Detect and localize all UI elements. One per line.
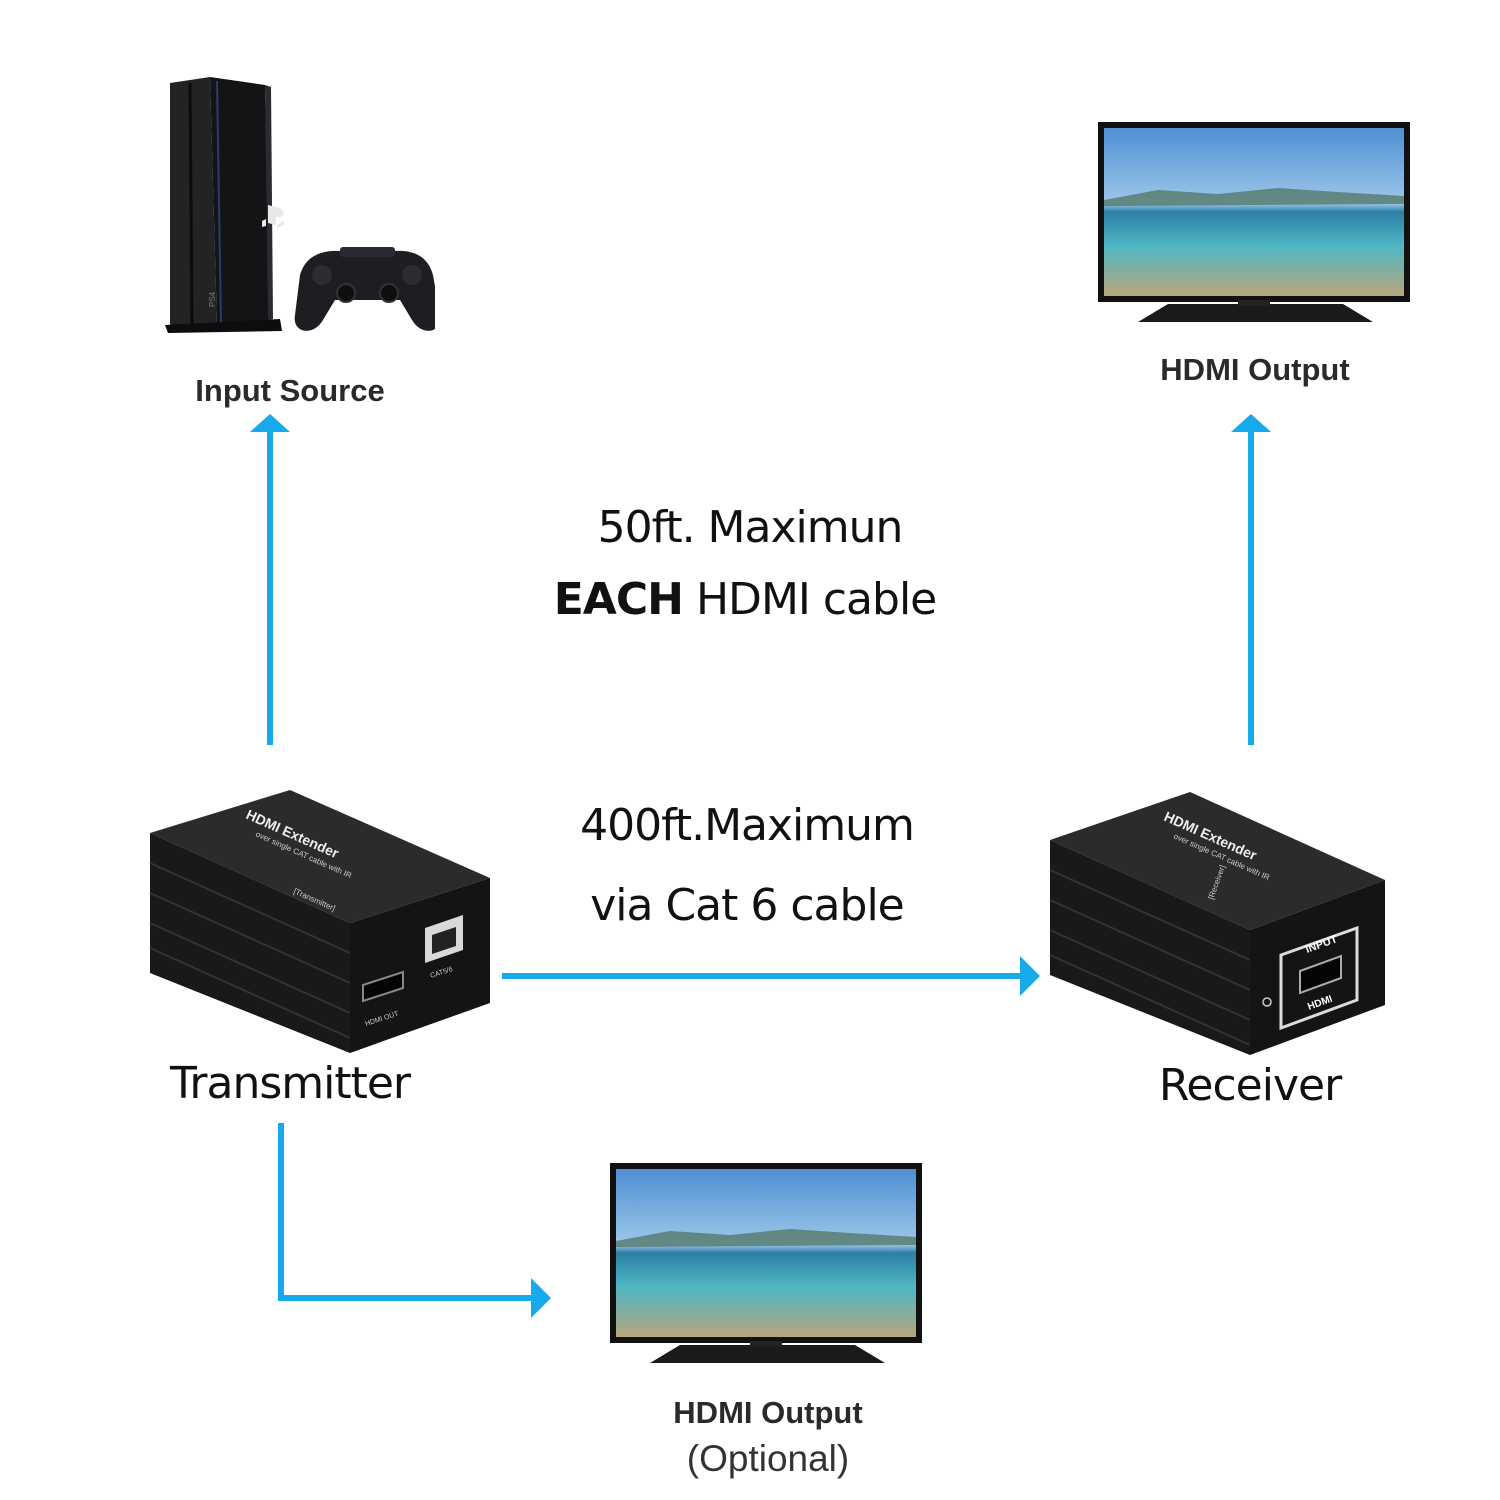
cat-limit-line2: via Cat 6 cable bbox=[590, 880, 905, 931]
arrow-transmitter-to-receiver bbox=[502, 956, 1040, 996]
arrow-to-hdmi-output-optional bbox=[278, 1123, 551, 1318]
transmitter-label: Transmitter bbox=[169, 1058, 411, 1109]
game-controller-icon bbox=[294, 247, 435, 331]
receiver-device-illustration: HDMI Extender over single CAT cable with… bbox=[1049, 792, 1385, 1055]
console-badge: PS4 bbox=[208, 291, 217, 307]
arrow-to-hdmi-output-top bbox=[1231, 414, 1271, 745]
hdmi-output-bottom-label: HDMI Output bbox=[673, 1395, 863, 1430]
input-source-label: Input Source bbox=[195, 373, 385, 408]
game-console-illustration: PS4 bbox=[165, 77, 435, 333]
hdmi-output-optional-note: (Optional) bbox=[686, 1438, 850, 1479]
tv-illustration-top bbox=[1098, 122, 1410, 322]
hdmi-limit-line1: 50ft. Maximun bbox=[597, 502, 904, 553]
hdmi-limit-rest: HDMI cable bbox=[682, 574, 937, 625]
tv-illustration-bottom bbox=[610, 1163, 922, 1363]
arrow-to-input-source bbox=[250, 414, 290, 745]
hdmi-limit-line2: EACH HDMI cable bbox=[470, 564, 1020, 636]
cat-limit-line1: 400ft.Maximum bbox=[580, 800, 915, 851]
transmitter-device-illustration: HDMI Extender over single CAT cable with… bbox=[149, 790, 490, 1053]
power-icon bbox=[1262, 997, 1272, 1007]
receiver-hdmi-input-port bbox=[1299, 954, 1342, 995]
playstation-logo-icon bbox=[262, 205, 284, 228]
transmitter-hdmi-port bbox=[362, 970, 404, 1003]
receiver-label: Receiver bbox=[1158, 1060, 1342, 1111]
hdmi-limit-emphasis: EACH bbox=[553, 574, 684, 625]
hdmi-output-top-label: HDMI Output bbox=[1160, 352, 1350, 387]
